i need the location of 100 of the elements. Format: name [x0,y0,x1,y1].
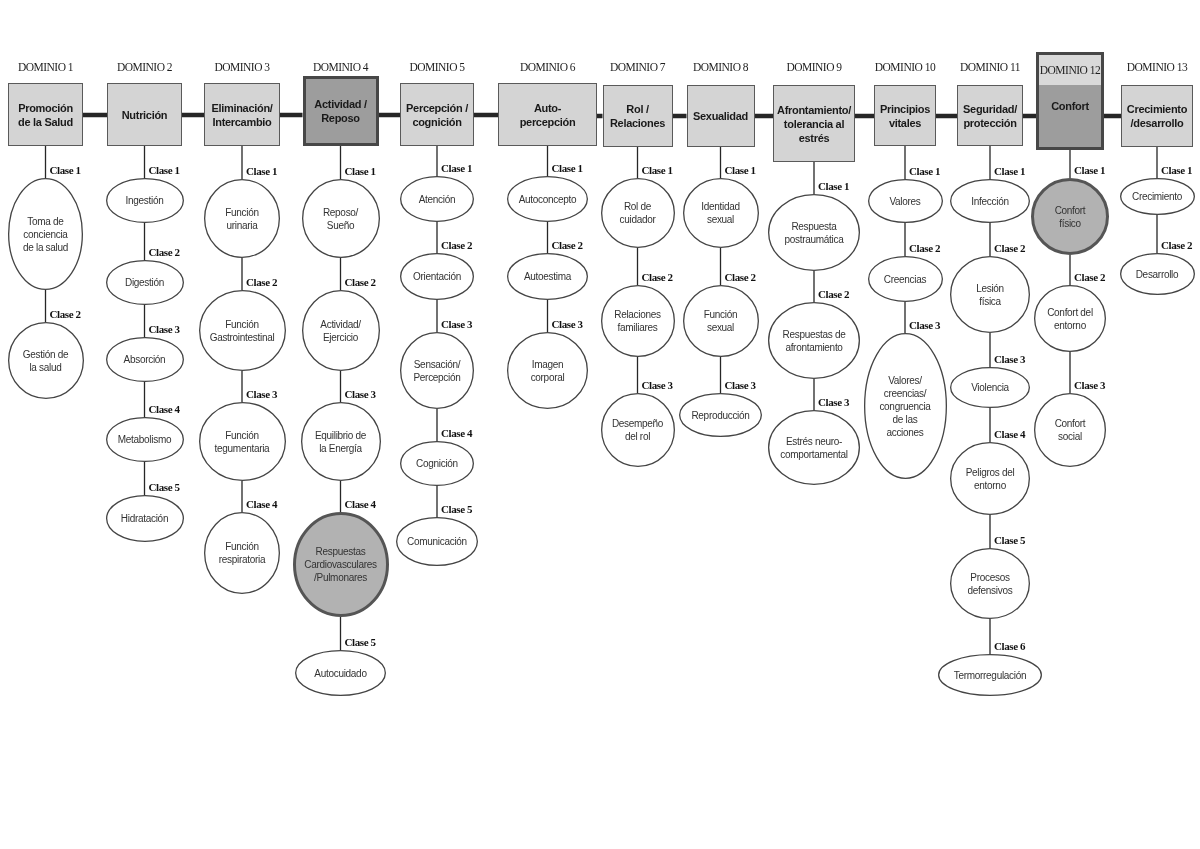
class-label: Equilibrio de la Energía [313,428,368,455]
connector-line [1156,214,1158,254]
connector-line [1069,254,1071,286]
class-ellipse [682,178,759,248]
connector-line [546,299,549,333]
edge-label: Clase 5 [147,481,181,493]
class-label: Confort social [1053,417,1087,443]
connector-line [719,356,722,394]
class-ellipse [507,253,588,300]
domain-title: Crecimiento /desarrollo [1125,102,1189,130]
domain-heading: DOMINIO 12 [1039,63,1101,77]
edge-label: Clase 5 [440,503,474,515]
domain-heading: DOMINIO 5 [409,60,465,74]
class-label: Sensación/ Percepción [412,357,462,384]
class-ellipse [7,322,84,399]
class-ellipse [301,179,380,258]
edge-label: Clase 2 [245,276,279,288]
connector-line [378,112,400,118]
domain-title: Confort [1051,99,1089,113]
class-label: Desarrollo [1135,267,1179,281]
domain-title: Afrontamiento/ tolerancia al estrés [776,102,852,145]
class-ellipse [863,333,947,479]
connector-line [989,332,991,368]
class-ellipse [198,402,286,481]
connector-line [855,113,874,119]
connector-line [989,407,991,443]
edge-label: Clase 1 [343,165,377,177]
edge-label: Clase 1 [48,164,82,176]
class-ellipse [400,176,474,222]
connector-line [813,161,815,195]
connector-line [436,485,438,518]
edge-label: Clase 4 [440,427,474,439]
edge-label: Clase 1 [1073,164,1107,176]
class-label: Hidratación [120,512,169,525]
class-label: Digestión [125,276,164,289]
class-label: Confort del entorno [1046,305,1094,332]
connector-line [280,112,303,118]
class-ellipse [507,332,588,409]
domain-title: Rol / Relaciones [608,102,667,130]
connector-line [904,301,906,334]
connector-line [241,370,243,403]
domain-title: Seguridad/ protección [962,101,1018,130]
class-ellipse [1034,393,1106,467]
edge-label: Clase 1 [908,165,942,177]
connector-line [241,257,243,291]
class-ellipse [950,256,1030,333]
class-ellipse [300,402,381,481]
connector-line [546,221,549,254]
edge-label: Clase 4 [147,403,181,415]
class-ellipse [950,367,1030,408]
connector-line [1069,351,1071,394]
class-ellipse [600,178,675,248]
class-ellipse [867,179,943,223]
domain-heading: DOMINIO 6 [519,60,576,74]
connector-line [904,222,906,257]
class-label: Reproducción [691,408,750,422]
class-ellipse [768,194,860,271]
connector-line [436,221,438,254]
class-ellipse [400,441,474,486]
domain-heading: DOMINIO 7 [609,60,666,74]
class-ellipse [682,285,759,357]
class-label: Función respiratoria [217,540,267,566]
class-ellipse [295,650,386,696]
class-ellipse [768,410,860,485]
domain-title: Actividad / Reposo [313,97,368,125]
domain-title: Auto-percepción [518,100,577,129]
class-label: Violencia [971,381,1009,394]
class-ellipse [400,332,474,409]
connector-line [636,247,639,286]
connector-line [143,222,146,261]
connector-line [989,145,991,180]
edge-label: Clase 2 [147,246,181,258]
class-ellipse [301,290,380,371]
edge-label: Clase 5 [343,636,377,648]
connector-line [143,145,146,179]
domain-title: Eliminación/ Intercambio [210,100,274,129]
class-label: Actividad/ Ejercicio [319,317,362,344]
edge-label: Clase 1 [993,165,1027,177]
class-ellipse [105,495,184,542]
connector-line [754,113,773,119]
connector-line [339,480,342,513]
class-ellipse [950,442,1030,515]
connector-line [241,145,243,180]
connector-line [44,289,47,323]
class-label: Procesos defensivos [966,570,1014,597]
class-ellipse [1119,178,1195,215]
class-label: Lesión física [975,281,1005,308]
class-ellipse [938,654,1042,696]
domain-title: Promoción de la Salud [17,100,74,129]
class-label: Crecimiento [1131,190,1183,203]
class-label: Estrés neuro-comportamental [779,434,849,461]
class-label: Termorregulación [953,668,1027,682]
class-label: Confort físico [1053,203,1087,230]
connector-line [436,408,438,442]
connector-line [719,146,722,179]
class-label: Metabolismo [117,433,172,446]
class-label: Atención [418,192,456,206]
edge-label: Clase 2 [640,271,674,283]
connector-line [813,378,815,411]
class-label: Desempeño del rol [610,417,665,443]
